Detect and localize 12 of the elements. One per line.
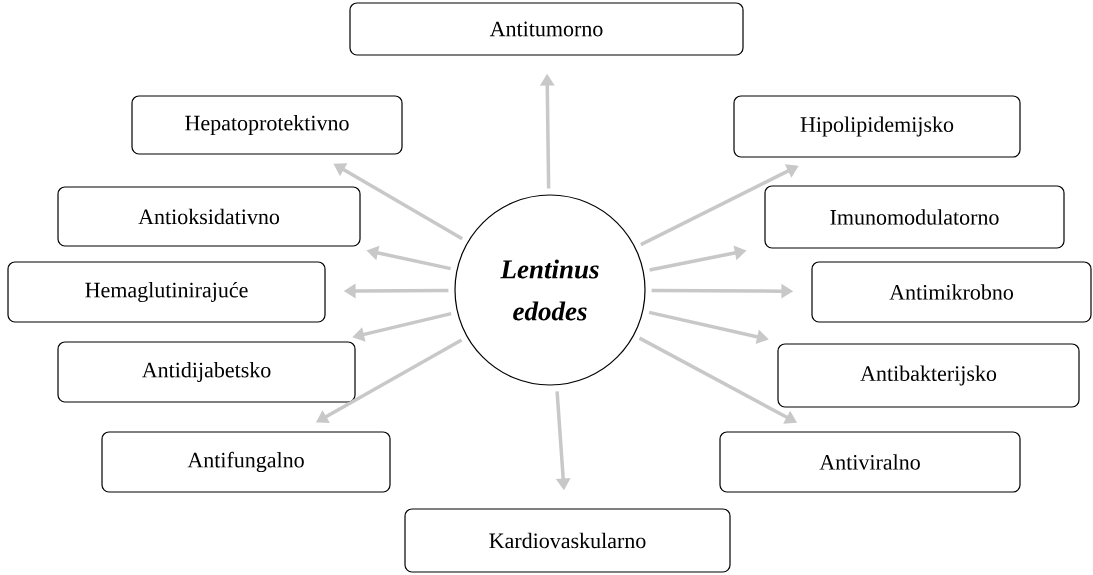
effect-box: Hepatoprotektivno xyxy=(131,95,403,155)
effect-box: Imunomodulatorno xyxy=(764,185,1065,249)
effect-box: Hemaglutinirajuće xyxy=(7,261,326,323)
effect-box: Antidijabetsko xyxy=(57,341,356,403)
effect-box: Antifungalno xyxy=(101,431,391,493)
effect-box: Antiviralno xyxy=(719,431,1021,493)
effect-box: Antioksidativno xyxy=(57,186,361,247)
effect-box: Hipolipidemijsko xyxy=(733,95,1021,158)
effect-box: Antitumorno xyxy=(349,2,744,56)
effect-box: Antibakterijsko xyxy=(777,343,1080,408)
effect-box: Antimikrobno xyxy=(811,261,1092,323)
effect-box: Kardiovaskularno xyxy=(404,508,731,573)
